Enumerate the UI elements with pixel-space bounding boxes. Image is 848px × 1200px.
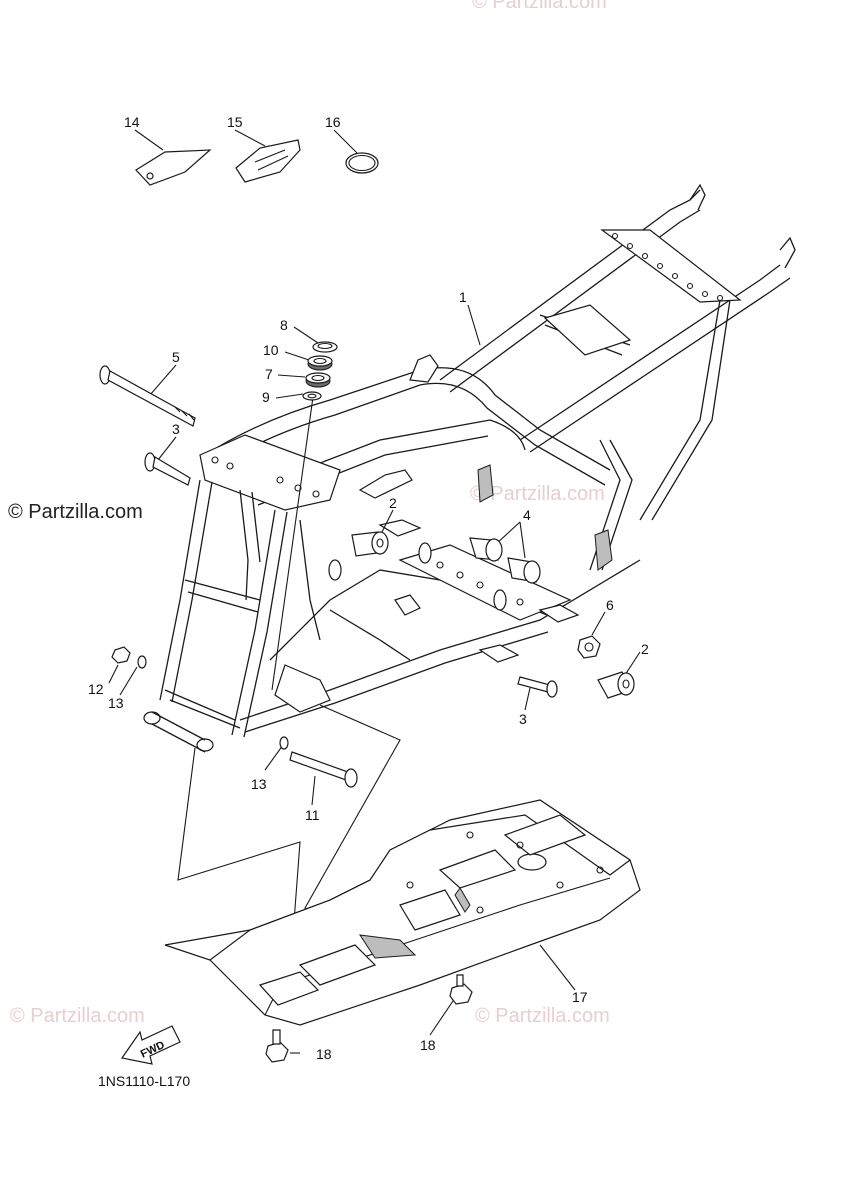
callout-12: 12 [88,681,104,697]
callout-labels: 14 15 16 1 8 10 7 9 5 3 2 4 6 2 12 13 3 … [88,114,649,1062]
part-18-bolt [449,974,473,1005]
part-16-o-ring [345,152,379,174]
callout-18: 18 [420,1037,436,1053]
part-13-washer [137,655,147,669]
part-10-bearing [307,355,333,371]
callout-13: 13 [108,695,124,711]
part-11-bolt [289,751,358,788]
callout-2: 2 [389,495,397,511]
watermark: © Partzilla.com [10,1005,145,1027]
diagram-code: 1NS1110-L170 [98,1073,190,1089]
part-7-bearing [305,372,331,388]
callout-1: 1 [459,289,467,305]
part-4-bushing [469,537,541,584]
callout-4: 4 [523,507,531,523]
forward-arrow-icon: FWD [120,1025,181,1065]
callout-13: 13 [251,776,267,792]
part-13-washer [279,736,289,750]
part-5-bolt [99,365,196,427]
callout-16: 16 [325,114,341,130]
callout-3: 3 [519,711,527,727]
callout-3: 3 [172,421,180,437]
callout-17: 17 [572,989,588,1005]
callout-11: 11 [305,807,320,823]
part-3-bolt [517,676,558,698]
callout-6: 6 [606,597,614,613]
part-3-bolt [144,452,191,486]
part-1-main-frame [143,183,796,753]
part-2-bushing [597,671,635,699]
watermark: © Partzilla.com [8,501,143,523]
part-6-nut [577,635,601,659]
callout-7: 7 [265,366,273,382]
callout-15: 15 [227,114,243,130]
part-12-nut [111,646,131,664]
callout-5: 5 [172,349,180,365]
callout-10: 10 [263,342,279,358]
part-18-bolt [265,1029,289,1063]
watermark: © Partzilla.com [475,1005,610,1027]
callout-9: 9 [262,389,270,405]
callout-18: 18 [316,1046,332,1062]
part-17-skid-plate [164,799,641,1026]
watermark: © Partzilla.com [470,483,605,505]
part-9-washer [302,391,322,401]
callout-8: 8 [280,317,288,333]
callout-14: 14 [124,114,140,130]
part-2-bushing [351,531,389,557]
part-8-seal [312,341,338,353]
watermark: © Partzilla.com [472,0,607,13]
part-15-bracket [235,139,301,183]
callout-2: 2 [641,641,649,657]
part-14-plate [135,149,212,186]
